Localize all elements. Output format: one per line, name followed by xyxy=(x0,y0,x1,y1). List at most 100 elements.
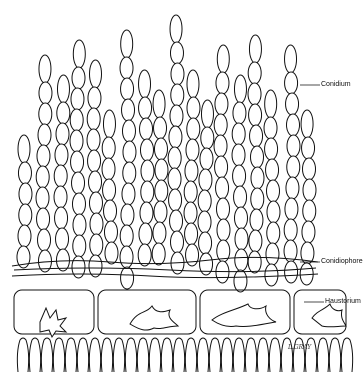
mesophyll-cell xyxy=(137,338,148,372)
conidium-cell xyxy=(287,114,300,136)
conidium-cell xyxy=(120,57,133,79)
conidium-cell xyxy=(171,231,184,253)
conidium-cell xyxy=(54,186,67,208)
conidium-cell xyxy=(285,72,298,94)
conidial-chain xyxy=(184,70,200,266)
conidium-cell xyxy=(39,82,52,104)
conidium-cell xyxy=(285,261,298,283)
conidium-cell xyxy=(248,62,261,84)
conidium-cell xyxy=(88,87,101,109)
conidium-cell xyxy=(55,207,68,229)
conidium-cell xyxy=(152,243,165,265)
conidium-cell xyxy=(169,126,182,148)
conidium-cell xyxy=(186,244,199,266)
conidium-cell xyxy=(251,188,264,210)
conidial-chain xyxy=(87,60,103,277)
conidium-cell xyxy=(71,151,84,173)
conidium-cell xyxy=(187,118,200,140)
conidium-cell xyxy=(72,67,85,89)
conidium-cell xyxy=(139,70,151,98)
conidium-cell xyxy=(155,180,168,202)
conidium-cell xyxy=(251,167,264,189)
conidium-cell xyxy=(186,139,199,161)
conidium-cell xyxy=(232,123,245,145)
conidium-cell xyxy=(139,223,152,245)
conidium-cell xyxy=(216,72,229,94)
conidium-cell xyxy=(214,114,227,136)
conidium-cell xyxy=(217,219,230,241)
conidium-cell xyxy=(234,186,247,208)
conidium-cell xyxy=(18,135,30,163)
conidium-cell xyxy=(103,110,115,138)
conidium-cell xyxy=(170,42,183,64)
conidium-cell xyxy=(72,256,85,278)
conidium-cell xyxy=(54,165,67,187)
conidial-chain xyxy=(17,135,32,268)
conidium-cell xyxy=(155,159,168,181)
conidium-cell xyxy=(267,222,280,244)
mesophyll-cell xyxy=(197,338,208,372)
conidium-cell xyxy=(265,90,277,118)
conidium-cell xyxy=(249,104,262,126)
conidium-cell xyxy=(139,97,152,119)
conidium-cell xyxy=(251,146,264,168)
conidium-cell xyxy=(70,109,83,131)
conidium-cell xyxy=(105,242,118,264)
conidium-cell xyxy=(200,148,213,170)
conidium-cell xyxy=(267,201,280,223)
conidium-cell xyxy=(171,63,184,85)
conidium-cell xyxy=(87,108,100,130)
conidium-cell xyxy=(169,189,182,211)
host-epidermal-cells xyxy=(14,290,346,334)
mesophyll-cell xyxy=(341,338,352,372)
conidial-chain xyxy=(120,30,136,289)
mesophyll-cell xyxy=(233,338,244,372)
conidium-cell xyxy=(72,193,85,215)
conidium-cell xyxy=(104,221,117,243)
label-conidium: Conidium xyxy=(321,81,351,89)
conidium-cell xyxy=(302,137,315,159)
conidium-cell xyxy=(38,229,51,251)
conidium-cell xyxy=(19,204,32,226)
conidial-chain xyxy=(54,75,70,271)
conidium-cell xyxy=(301,110,313,138)
label-conidiophore: Conidiophore xyxy=(321,258,363,266)
conidium-cell xyxy=(90,234,103,256)
conidial-chain xyxy=(138,70,154,266)
conidium-cell xyxy=(185,160,198,182)
conidium-cell xyxy=(73,235,86,257)
conidial-chain xyxy=(152,90,168,265)
conidium-cell xyxy=(215,93,228,115)
conidium-cell xyxy=(153,90,165,118)
conidial-chain xyxy=(168,15,184,274)
conidium-cell xyxy=(168,168,181,190)
conidium-cell xyxy=(265,138,278,160)
conidium-cell xyxy=(287,135,300,157)
mesophyll-cell xyxy=(77,338,88,372)
mesophyll-cell xyxy=(125,338,136,372)
conidium-cell xyxy=(141,181,154,203)
conidium-cell xyxy=(39,103,52,125)
conidial-chain xyxy=(102,110,118,264)
conidium-cell xyxy=(154,117,167,139)
mesophyll-cell xyxy=(221,338,232,372)
conidium-cell xyxy=(102,137,115,159)
conidium-cell xyxy=(122,183,135,205)
conidium-cell xyxy=(55,144,68,166)
conidium-cell xyxy=(138,244,151,266)
conidium-cell xyxy=(87,129,100,151)
conidium-cell xyxy=(217,45,229,73)
mesophyll-cell xyxy=(113,338,124,372)
conidium-cell xyxy=(103,179,116,201)
conidium-cell xyxy=(121,30,133,58)
conidium-cell xyxy=(284,219,297,241)
conidium-cell xyxy=(140,139,153,161)
mesophyll-cell xyxy=(269,338,280,372)
conidium-cell xyxy=(121,78,134,100)
mesophyll-cell xyxy=(257,338,268,372)
conidium-cell xyxy=(171,84,184,106)
mesophyll-cell xyxy=(65,338,76,372)
conidium-cell xyxy=(248,251,261,273)
conidium-cell xyxy=(104,200,117,222)
